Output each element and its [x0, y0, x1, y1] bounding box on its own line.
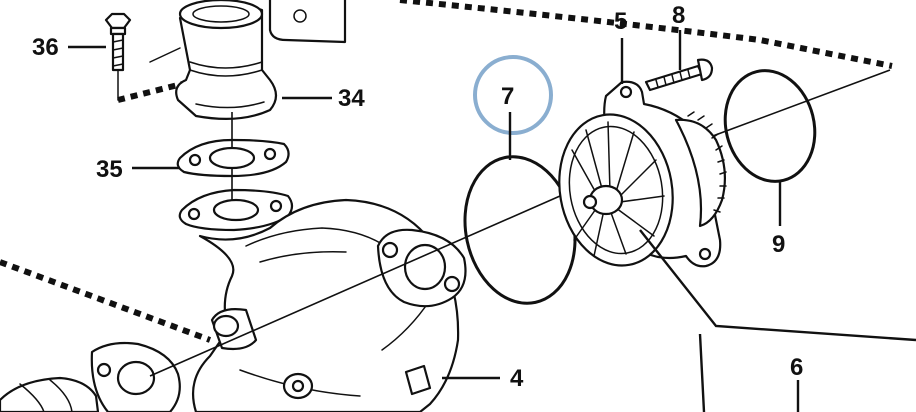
pump-housing-4	[192, 198, 467, 412]
water-pump-5	[558, 80, 727, 268]
dashed-outline-top	[399, 0, 893, 69]
callout-7: 7	[501, 83, 514, 110]
callout-34: 34	[338, 85, 365, 112]
callout-5: 5	[614, 8, 627, 35]
callout-4: 4	[510, 365, 524, 392]
bolt-8	[644, 58, 714, 92]
mounting-bracket	[149, 0, 347, 63]
callout-6: 6	[790, 354, 803, 381]
highlight-circle-7	[473, 55, 553, 135]
leader-6	[639, 229, 916, 412]
bolt-36	[104, 12, 132, 72]
callout-36: 36	[32, 34, 59, 61]
dashed-outline-hose	[117, 81, 183, 103]
lower-inlet-pipe	[0, 341, 181, 412]
gasket-35	[176, 138, 290, 178]
callout-9: 9	[772, 231, 785, 258]
callout-8: 8	[672, 2, 685, 29]
coolant-pipe-34	[175, 0, 278, 120]
dashed-outline-left	[0, 259, 212, 343]
callout-35: 35	[96, 156, 123, 183]
seal-ring-9	[723, 69, 817, 183]
